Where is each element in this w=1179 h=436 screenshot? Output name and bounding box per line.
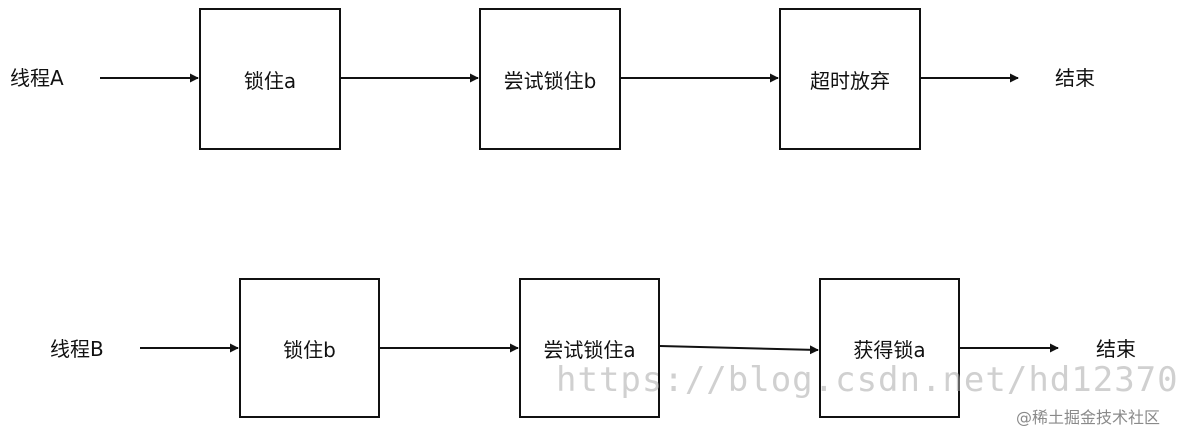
url-watermark: https://blog.csdn.net/hd12370 xyxy=(556,360,1179,400)
end-a-label: 结束 xyxy=(1055,66,1095,90)
end-b-label: 结束 xyxy=(1096,337,1136,361)
step-b-got-lock-a: 获得锁a xyxy=(819,278,960,418)
step-a-try-lock-b: 尝试锁住b xyxy=(479,8,621,150)
step-b-lock-b: 锁住b xyxy=(239,278,380,418)
thread-b-label: 线程B xyxy=(50,337,104,361)
source-credit: @稀土掘金技术社区 xyxy=(1015,408,1160,427)
thread-a-label: 线程A xyxy=(10,66,64,90)
step-a-timeout-giveup: 超时放弃 xyxy=(779,8,921,150)
arrow-b-2 xyxy=(659,345,819,355)
step-a-lock-a: 锁住a xyxy=(199,8,341,150)
step-b-try-lock-a: 尝试锁住a xyxy=(519,278,660,418)
